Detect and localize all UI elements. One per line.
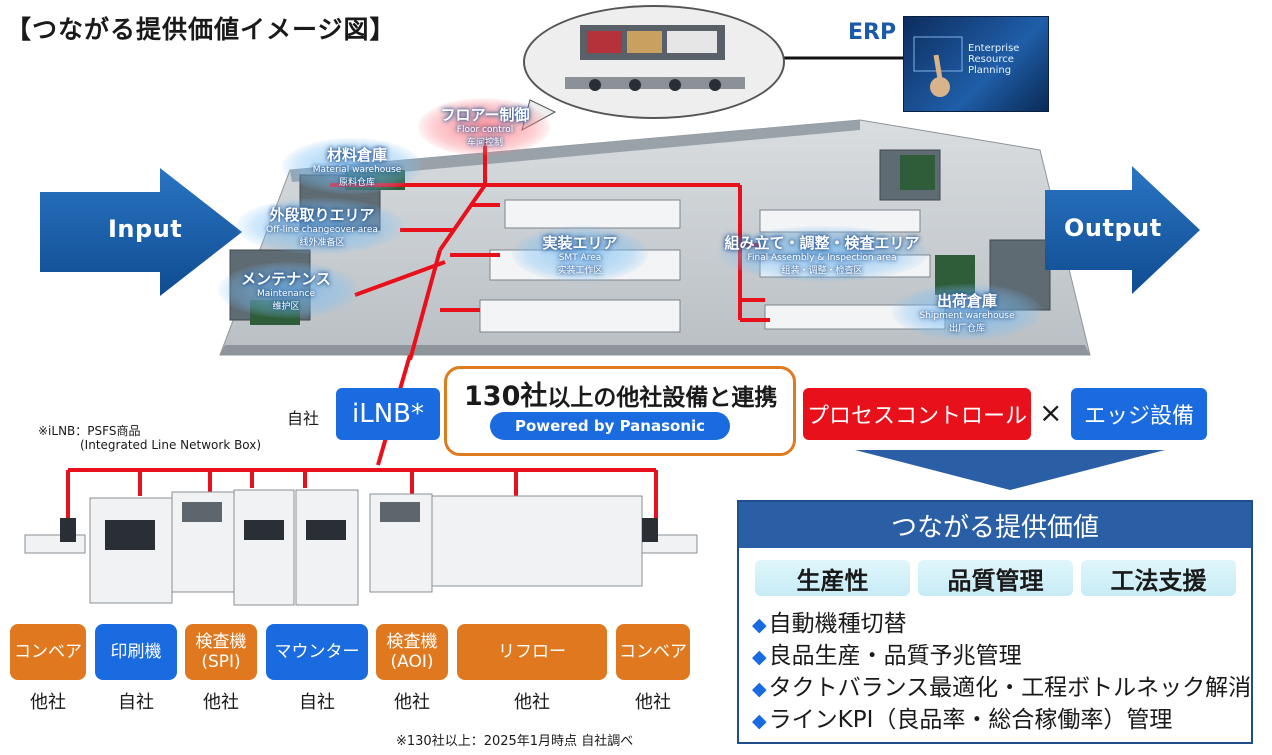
erp-text-2: Resource [968,54,1014,65]
edge-equipment-badge: エッジ設備 [1071,388,1207,440]
area-jp: メンテナンス [241,270,331,288]
partner-integration-title: 130社以上の他社設備と連携 [464,374,778,413]
area-cn: 线外准备区 [299,238,345,248]
value-bullet: ◆ラインKPI（良品率・総合稼働率）管理 [752,700,1172,734]
area-cn: 原料仓库 [338,178,375,188]
area-en: Final Assembly & Inspection area [747,253,897,263]
bullet-text: 良品生産・品質予兆管理 [768,643,1022,669]
equipment-reflow: リフロー [457,624,607,680]
area-en: SMT Area [558,253,602,263]
maintenance-glow [218,262,358,318]
input-arrow [40,168,242,296]
equipment-spi: 検査機 (SPI) [185,624,257,680]
area-jp: フロアー制御 [440,106,530,124]
owner-label: 自社 [118,692,154,713]
value-bullet: ◆タクトバランス最適化・工程ボトルネック解消 [752,668,1251,702]
area-shipment-warehouse: 出荷倉庫 Shipment warehouse 出厂仓库 [900,290,1034,334]
equipment-conveyor-in: コンベア [10,624,86,680]
value-bullet: ◆自動機種切替 [752,604,907,638]
owner-label: 自社 [299,692,335,713]
area-jp: 外段取りエリア [269,206,375,224]
area-en: Maintenance [257,289,315,299]
area-jp: 材料倉庫 [326,146,387,164]
area-jp: 実装エリア [542,234,618,252]
owner-label: 他社 [514,692,550,713]
diamond-icon: ◆ [752,710,767,732]
pill-productivity: 生産性 [755,560,910,596]
area-en: Floor control [456,125,514,135]
area-smt: 実装エリア SMT Area 实装工作区 [520,232,640,276]
equipment-aoi: 検査機 (AOI) [376,624,448,680]
pill-quality: 品質管理 [918,560,1073,596]
area-material-warehouse: 材料倉庫 Material warehouse 原料仓库 [292,144,422,188]
area-offline-changeover: 外段取りエリア Off-line changeover area 线外准备区 [246,204,398,248]
ilnb-note-line1: ※iLNB：PSFS商品 [38,424,141,438]
owner-label: 他社 [203,692,239,713]
partner-count: 130社 [464,381,548,412]
bullet-text: 自動機種切替 [768,611,907,637]
area-cn: 车间控制 [466,138,503,148]
floor-control-glow [418,98,550,156]
equipment-conveyor-out: コンベア [616,624,690,680]
erp-image: Enterprise Resource Planning [903,16,1049,112]
equipment-printer: 印刷機 [95,624,177,680]
area-en: Material warehouse [312,165,402,175]
bullet-text: タクトバランス最適化・工程ボトルネック解消 [768,675,1252,701]
diamond-icon: ◆ [752,678,767,700]
area-final-assembly: 組み立て・調整・検査エリア Final Assembly & Inspectio… [722,232,922,276]
partner-integration-box [444,366,796,456]
area-jp: 出荷倉庫 [936,292,997,310]
ilnb-badge: iLNB* [336,388,440,440]
offline-glow [236,198,404,254]
ilnb-owner-label: 自社 [287,409,320,428]
diamond-icon: ◆ [752,646,767,668]
times-symbol: × [1039,396,1063,429]
footnote: ※130社以上：2025年1月時点 自社調べ [396,734,634,749]
material-glow [282,138,422,194]
area-floor-control: フロアー制御 Floor control 车间控制 [425,104,545,148]
owner-label: 他社 [30,692,66,713]
diamond-icon: ◆ [752,614,767,636]
smt-glow [512,226,648,282]
assembly-glow [718,226,928,282]
production-line-illustration [24,468,698,606]
page-title: 【つながる提供価値イメージ図】 [6,15,396,44]
area-en: Off-line changeover area [266,225,378,235]
value-bullet: ◆良品生産・品質予兆管理 [752,636,1022,670]
powered-by-badge: Powered by Panasonic [490,412,730,440]
partner-text: 以上の他社設備と連携 [547,385,778,411]
owner-label: 他社 [635,692,671,713]
input-label: Input [108,215,183,243]
control-room-bubble [523,5,785,119]
output-arrow [1045,166,1200,294]
equipment-mounter: マウンター [266,624,368,680]
output-label: Output [1064,214,1162,242]
area-en: Shipment warehouse [919,311,1015,321]
area-cn: 维护区 [272,302,300,312]
value-heading: つながる提供価値 [739,502,1251,548]
shipment-glow [892,284,1042,340]
ilnb-note-line2: (Integrated Line Network Box) [80,438,262,452]
bullet-text: ラインKPI（良品率・総合稼働率）管理 [768,707,1173,733]
process-control-badge: プロセスコントロール [803,388,1031,440]
down-arrow [855,450,1165,490]
area-maintenance: メンテナンス Maintenance 维护区 [222,268,350,312]
area-cn: 组装・调整・检查区 [781,266,863,276]
area-cn: 实装工作区 [557,266,603,276]
area-jp: 組み立て・調整・検査エリア [724,234,920,252]
erp-text-1: Enterprise [968,43,1020,54]
erp-text-3: Planning [968,65,1012,76]
area-cn: 出厂仓库 [948,324,985,334]
owner-label: 他社 [394,692,430,713]
pill-process-support: 工法支援 [1081,560,1236,596]
erp-label: ERP [848,20,897,45]
